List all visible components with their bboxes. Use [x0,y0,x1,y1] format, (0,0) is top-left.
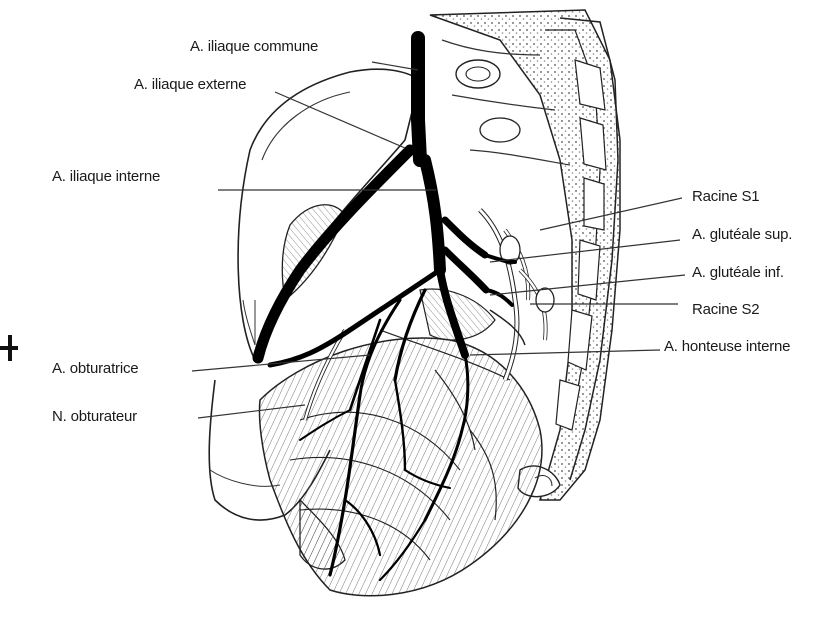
common-iliac-artery [418,38,420,160]
label-internal-pudendal: A. honteuse interne [664,338,790,356]
label-root-s1: Racine S1 [692,188,759,206]
label-obturator-nerve: N. obturateur [52,408,137,426]
label-root-s2: Racine S2 [692,301,759,319]
inferior-gluteal-artery [445,250,486,290]
label-internal-iliac: A. iliaque interne [52,168,160,186]
internal-iliac-artery [425,160,440,270]
leader-internal-pudendal [470,350,660,355]
label-inferior-gluteal: A. glutéale inf. [692,264,784,282]
superior-gluteal-artery [445,220,485,255]
label-superior-gluteal: A. glutéale sup. [692,226,792,244]
label-common-iliac: A. iliaque commune [190,38,318,56]
label-external-iliac: A. iliaque externe [134,76,246,94]
label-obturator-artery: A. obturatrice [52,360,138,378]
